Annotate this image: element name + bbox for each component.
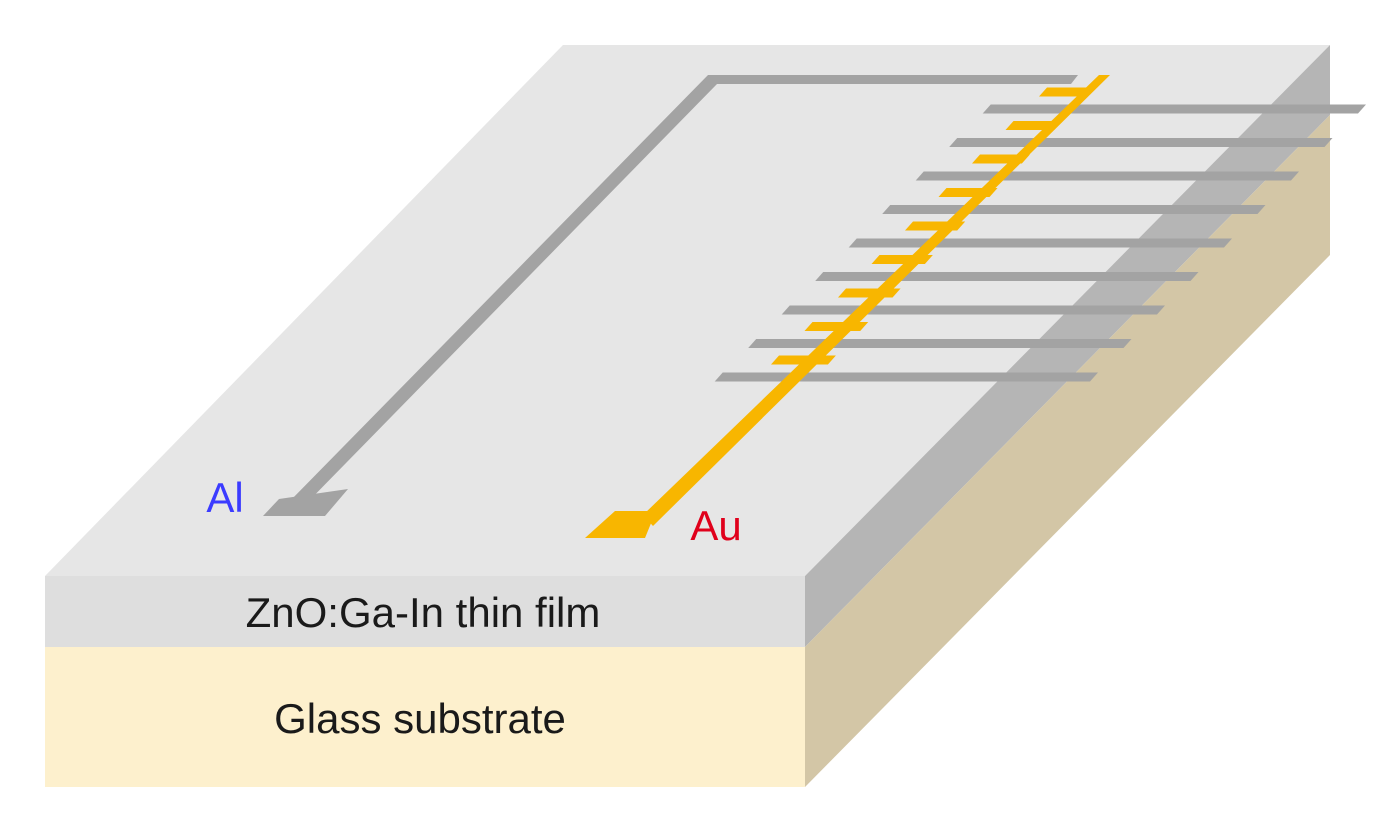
- al-finger: [882, 205, 1266, 214]
- al-finger: [949, 138, 1333, 147]
- au-finger: [905, 221, 966, 231]
- au-finger: [871, 255, 933, 264]
- al-electrode: [263, 75, 1366, 516]
- au-finger: [938, 188, 998, 197]
- al-finger: [915, 171, 1299, 181]
- al-finger: [781, 305, 1165, 315]
- al-finger: [848, 238, 1232, 248]
- au-finger: [972, 154, 1030, 164]
- film-front-face: [45, 576, 805, 647]
- film-label: ZnO:Ga-In thin film: [246, 589, 601, 636]
- al-finger: [748, 339, 1132, 348]
- al-finger: [714, 372, 1098, 382]
- au-label: Au: [690, 502, 741, 549]
- substrate-label: Glass substrate: [274, 695, 566, 742]
- au-finger: [838, 288, 901, 298]
- au-contact-pad: [585, 511, 656, 538]
- substrate-front-face: [45, 647, 805, 787]
- al-finger: [815, 272, 1199, 281]
- au-finger: [1005, 121, 1063, 130]
- substrate-side-face: [805, 115, 1330, 787]
- al-contact-pad: [263, 489, 348, 516]
- au-finger: [771, 355, 836, 365]
- au-electrode: [585, 75, 1110, 538]
- au-finger: [1039, 87, 1095, 97]
- au-bus-bar: [643, 75, 1110, 526]
- al-finger: [982, 104, 1366, 114]
- au-finger: [804, 322, 869, 331]
- al-label: Al: [206, 474, 243, 521]
